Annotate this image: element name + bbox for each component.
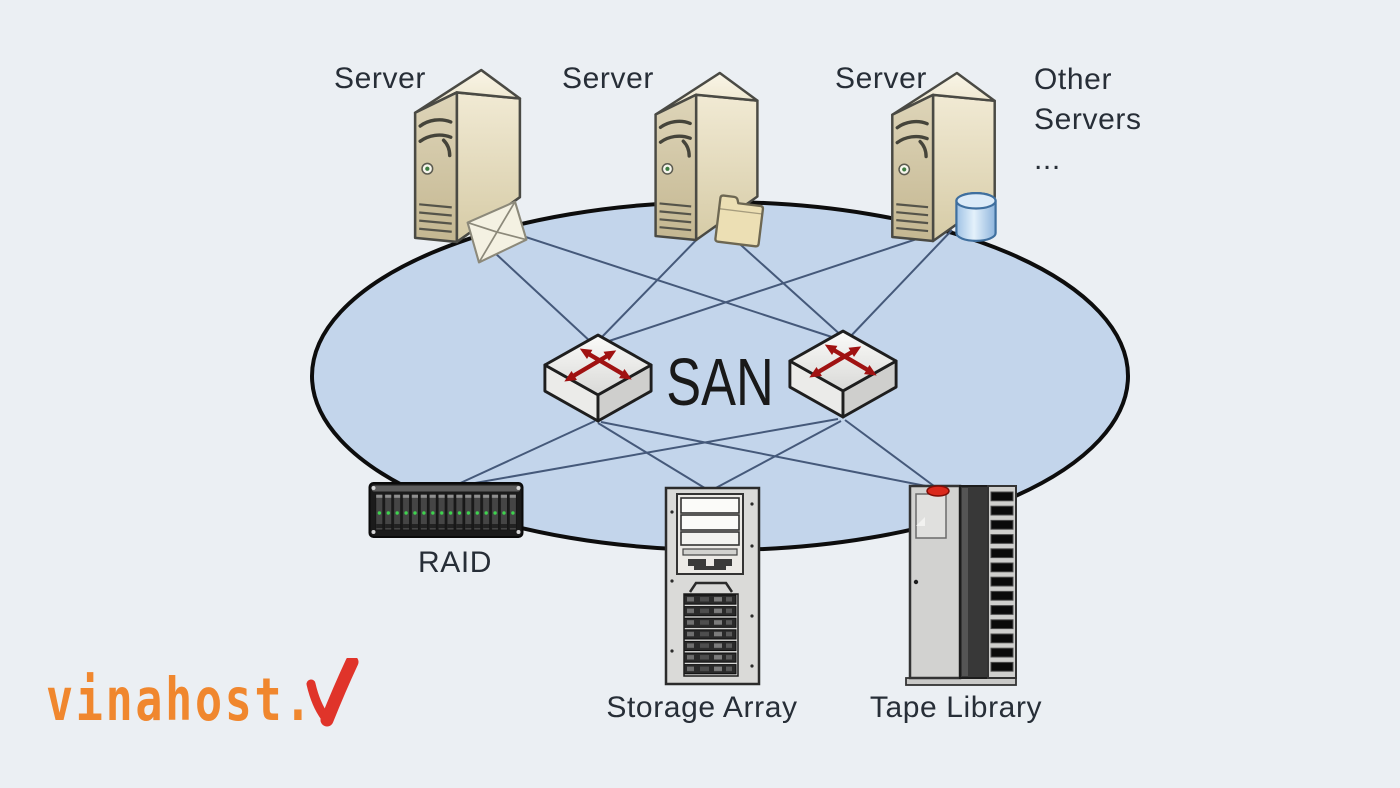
- connection-line: [455, 420, 596, 486]
- connection-lines: [455, 225, 953, 491]
- server-2: [650, 70, 762, 243]
- storage-array-label: Storage Array: [606, 691, 798, 724]
- switch-icon: [788, 329, 898, 419]
- connection-line: [602, 231, 939, 344]
- connection-line: [457, 418, 839, 487]
- server-tower-icon: [654, 71, 759, 242]
- san-label: SAN: [666, 345, 774, 420]
- switch-arrows-icon: [809, 344, 877, 378]
- storage-array-icon: [664, 486, 761, 686]
- fc-switch-2: [787, 328, 899, 421]
- connection-line: [597, 422, 709, 491]
- storage-array: [664, 486, 761, 686]
- connection-line: [491, 225, 839, 340]
- switch-arrows-icon: [564, 348, 632, 382]
- other-servers-label: Other Servers ...: [1034, 63, 1142, 176]
- connection-line: [711, 420, 842, 491]
- connection-line: [597, 229, 707, 342]
- database-cylinder-icon: [953, 188, 999, 246]
- server-tower-icon: [413, 68, 522, 244]
- vinahost-logo: vinahost.: [44, 658, 404, 748]
- folder-icon: [710, 190, 770, 252]
- switch-icon: [543, 333, 653, 423]
- tape-library-icon: [905, 484, 1017, 686]
- vinahost-check-icon: [306, 658, 359, 727]
- raid-rack-icon: [368, 482, 524, 538]
- tape-library-label: Tape Library: [869, 691, 1043, 724]
- server-1-label: Server: [334, 62, 426, 95]
- raid-label: RAID: [417, 546, 493, 579]
- raid-array: [368, 481, 524, 539]
- tape-library: [902, 482, 1020, 688]
- server-3-label: Server: [835, 62, 927, 95]
- server-2-label: Server: [562, 62, 654, 95]
- server-1: [405, 67, 529, 245]
- connection-line: [847, 229, 953, 340]
- envelope-icon: [461, 196, 533, 270]
- connection-line: [844, 419, 939, 490]
- vinahost-logo-text: vinahost.: [46, 665, 315, 735]
- connection-line: [600, 421, 937, 489]
- fc-switch-1: [542, 332, 654, 425]
